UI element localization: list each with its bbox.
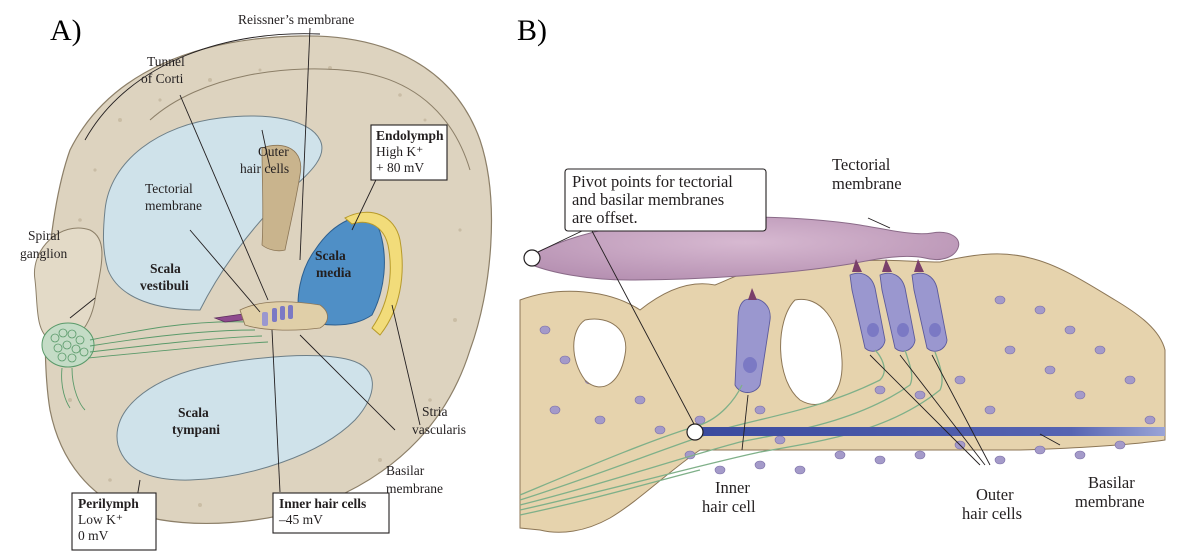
label-outer-hair-cells-2: hair cells [240,161,289,176]
label-scala-vestibuli-1: Scala [150,261,181,276]
callout-line2: and basilar membranes [572,190,724,209]
panel-a-letter: A) [50,14,82,47]
label-outer-hair-cells-1: Outer [258,144,289,159]
inner-hair-cells-line1: –45 mV [278,512,323,527]
callout-line3: are offset. [572,208,638,227]
label-tunnel-of-corti-1: Tunnel [147,54,185,69]
label-b-basilar-membrane-2: membrane [1075,492,1145,511]
label-b-inner-hair-cell-2: hair cell [702,497,756,516]
label-basilar-membrane-1: Basilar [386,463,425,478]
perilymph-line1: Low K⁺ [78,512,123,527]
label-b-basilar-membrane-1: Basilar [1088,473,1135,492]
label-scala-vestibuli-2: vestibuli [140,278,189,293]
label-stria-vascularis-2: vascularis [412,422,466,437]
tectorial-pivot-point [524,250,540,266]
callout-line1: Pivot points for tectorial [572,172,733,191]
endolymph-box: Endolymph High K⁺ + 80 mV [371,125,447,180]
label-spiral-ganglion-2: ganglion [20,246,67,261]
label-scala-media-1: Scala [315,248,346,263]
basilar-pivot-point [687,424,703,440]
organ-of-corti-tissue [520,254,1165,532]
label-b-inner-hair-cell-1: Inner [715,478,750,497]
label-scala-tympani-2: tympani [172,422,220,437]
endolymph-line2: + 80 mV [376,160,424,175]
label-b-tectorial-membrane-2: membrane [832,174,902,193]
label-spiral-ganglion-1: Spiral [28,228,60,243]
panel-a: A) [20,12,491,550]
label-b-outer-hair-cells-1: Outer [976,485,1014,504]
perilymph-line2: 0 mV [78,528,109,543]
label-b-tectorial-membrane-1: Tectorial [832,155,891,174]
label-stria-vascularis-1: Stria [422,404,448,419]
panel-b-letter: B) [517,14,547,47]
panel-b: B) [517,14,1165,532]
basilar-membrane [695,427,1165,436]
label-scala-media-2: media [316,265,351,280]
label-b-outer-hair-cells-2: hair cells [962,504,1022,523]
perilymph-title: Perilymph [78,496,139,511]
label-scala-tympani-1: Scala [178,405,209,420]
inner-hair-cells-title: Inner hair cells [279,496,366,511]
label-basilar-membrane-2: membrane [386,481,443,496]
endolymph-title: Endolymph [376,128,444,143]
perilymph-box: Perilymph Low K⁺ 0 mV [72,493,156,550]
label-tectorial-membrane-2: membrane [145,198,202,213]
endolymph-line1: High K⁺ [376,144,423,159]
label-tectorial-membrane-1: Tectorial [145,181,193,196]
inner-hair-cells-box: Inner hair cells –45 mV [273,493,389,533]
label-tunnel-of-corti-2: of Corti [141,71,184,86]
label-reissners-membrane: Reissner’s membrane [238,12,354,27]
